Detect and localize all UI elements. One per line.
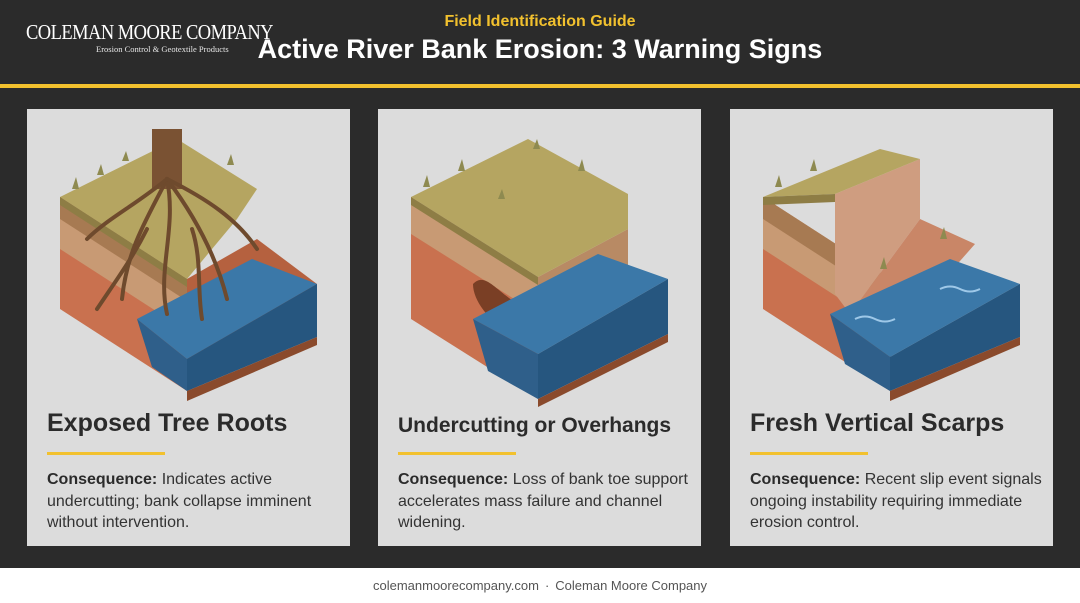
- footer: colemanmoorecompany.com · Coleman Moore Co…: [0, 568, 1080, 603]
- title-underline: [47, 452, 165, 455]
- warning-card-vertical-scarps: Fresh Vertical Scarps Consequence: Recen…: [730, 109, 1053, 546]
- consequence-label: Consequence:: [398, 471, 509, 488]
- logo-tagline: Erosion Control & Geotextile Products: [96, 44, 229, 54]
- consequence-text: Recent slip event signals ongoing instab…: [750, 471, 1042, 531]
- card-consequence: Consequence: Loss of bank toe support ac…: [398, 469, 694, 534]
- card-consequence: Consequence: Indicates active undercutti…: [47, 469, 343, 534]
- card-title: Undercutting or Overhangs: [398, 414, 672, 437]
- warning-card-exposed-roots: Exposed Tree Roots Consequence: Indicate…: [27, 109, 350, 546]
- tree-roots-illustration: [60, 129, 317, 401]
- footer-company: Coleman Moore Company: [555, 578, 708, 593]
- page-supertitle: Field Identification Guide: [444, 13, 636, 30]
- consequence-text: Indicates active undercutting; bank coll…: [47, 471, 312, 531]
- warning-card-undercutting: Undercutting or Overhangs Consequence: L…: [378, 109, 701, 546]
- footer-website-link[interactable]: colemanmoorecompany.com: [372, 578, 539, 593]
- title-underline: [398, 452, 516, 455]
- consequence-label: Consequence:: [47, 471, 158, 488]
- page-title: Active River Bank Erosion: 3 Warning Sig…: [257, 34, 823, 64]
- card-title: Exposed Tree Roots: [47, 409, 288, 437]
- undercut-bank-illustration: [411, 139, 668, 407]
- header-divider: [0, 84, 1080, 88]
- vertical-scarp-illustration: [763, 149, 1020, 401]
- footer-separator: ·: [544, 578, 550, 593]
- consequence-text: Loss of bank toe support accelerates mas…: [398, 471, 688, 531]
- card-consequence: Consequence: Recent slip event signals o…: [750, 469, 1046, 534]
- title-underline: [750, 452, 868, 455]
- consequence-label: Consequence:: [750, 471, 861, 488]
- card-title: Fresh Vertical Scarps: [750, 409, 1005, 437]
- header-bar: COLEMAN MOORE COMPANY Erosion Control & …: [0, 0, 1080, 84]
